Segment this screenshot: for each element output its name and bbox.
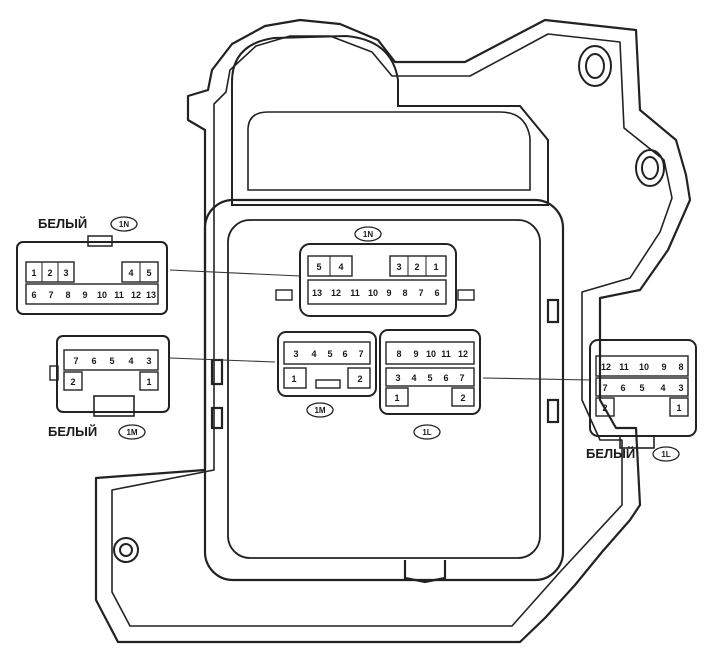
pin-block-1N: 9 xyxy=(386,288,391,298)
code-label-left-1N: 1N xyxy=(119,220,129,229)
pin-left-1N: 11 xyxy=(114,290,124,300)
code-label-block-1L: 1L xyxy=(422,428,431,437)
pin-block-1N: 4 xyxy=(338,262,343,272)
mounting-bracket xyxy=(94,18,692,644)
pin-block-1L: 8 xyxy=(396,349,401,359)
color-label-left-1N: БЕЛЫЙ xyxy=(38,216,87,231)
upper-cover xyxy=(231,34,549,206)
pin-right-1L: 10 xyxy=(639,362,649,372)
block-socket-1L: 8 9 10 11 12 3 4 5 6 7 1 2 1L xyxy=(379,329,481,440)
pin-block-1N: 6 xyxy=(434,288,439,298)
pin-left-1N: 13 xyxy=(146,290,156,300)
pin-right-1L: 4 xyxy=(660,383,665,393)
pin-block-1N: 1 xyxy=(433,262,438,272)
pin-left-1M: 7 xyxy=(73,356,78,366)
pin-block-1N: 8 xyxy=(402,288,407,298)
pin-right-1L: 11 xyxy=(619,362,629,372)
pin-right-1L: 6 xyxy=(620,383,625,393)
pin-block-1N: 12 xyxy=(331,288,341,298)
mounting-hole-right xyxy=(635,149,665,187)
pin-right-1L: 7 xyxy=(602,383,607,393)
leader-lines xyxy=(169,269,591,381)
pin-block-1M: 1 xyxy=(291,374,296,384)
pin-block-1M: 4 xyxy=(311,349,316,359)
pin-block-1L: 12 xyxy=(458,349,468,359)
pin-left-1N: 1 xyxy=(31,268,36,278)
pin-left-1N: 8 xyxy=(65,290,70,300)
pin-block-1N: 13 xyxy=(312,288,322,298)
pin-block-1N: 5 xyxy=(316,262,321,272)
code-label-left-1M: 1M xyxy=(126,428,137,437)
code-label-block-1M: 1M xyxy=(314,406,325,415)
pin-left-1N: 10 xyxy=(97,290,107,300)
connector-left-1N: БЕЛЫЙ 1N 1 2 3 4 5 6 7 8 9 10 11 12 13 xyxy=(16,216,168,315)
pin-right-1L: 9 xyxy=(661,362,666,372)
pin-block-1L: 4 xyxy=(411,373,416,383)
pin-left-1M: 2 xyxy=(70,377,75,387)
pin-left-1M: 6 xyxy=(91,356,96,366)
pin-block-1N: 7 xyxy=(418,288,423,298)
pin-right-1L: 12 xyxy=(601,362,611,372)
pin-left-1N: 2 xyxy=(47,268,52,278)
pin-block-1L: 1 xyxy=(394,393,399,403)
block-socket-1M: 3 4 5 6 7 1 2 1M xyxy=(277,331,377,418)
pin-left-1N: 9 xyxy=(82,290,87,300)
pin-left-1N: 4 xyxy=(128,268,133,278)
pin-left-1M: 1 xyxy=(146,377,151,387)
connector-left-1M: 7 6 5 4 3 2 1 БЕЛЫЙ 1M xyxy=(48,335,170,440)
pin-left-1M: 3 xyxy=(146,356,151,366)
pin-left-1N: 6 xyxy=(31,290,36,300)
pin-block-1L: 3 xyxy=(395,373,400,383)
mounting-hole-left xyxy=(113,537,139,563)
color-label-left-1M: БЕЛЫЙ xyxy=(48,424,97,439)
pin-right-1L: 5 xyxy=(639,383,644,393)
pin-block-1L: 5 xyxy=(427,373,432,383)
pin-block-1M: 3 xyxy=(293,349,298,359)
color-label-right-1L: БЕЛЫЙ xyxy=(586,446,635,461)
pin-left-1N: 3 xyxy=(63,268,68,278)
mounting-hole-top-right xyxy=(578,45,612,87)
junction-block-body xyxy=(203,198,565,584)
pin-right-1L: 3 xyxy=(678,383,683,393)
pin-block-1N: 2 xyxy=(414,262,419,272)
pin-block-1L: 6 xyxy=(443,373,448,383)
pin-block-1N: 3 xyxy=(396,262,401,272)
pin-block-1L: 9 xyxy=(413,349,418,359)
pin-left-1N: 7 xyxy=(48,290,53,300)
pin-left-1M: 4 xyxy=(128,356,133,366)
code-label-right-1L: 1L xyxy=(661,450,670,459)
pin-left-1N: 5 xyxy=(146,268,151,278)
pin-block-1N: 11 xyxy=(350,288,360,298)
pin-right-1L: 8 xyxy=(678,362,683,372)
pin-block-1N: 10 xyxy=(368,288,378,298)
connector-right-1L: 12 11 10 9 8 7 6 5 4 3 2 1 БЕЛЫЙ 1L xyxy=(586,339,697,462)
pin-left-1M: 5 xyxy=(109,356,114,366)
pin-block-1L: 7 xyxy=(459,373,464,383)
pin-block-1M: 2 xyxy=(357,374,362,384)
pin-block-1L: 10 xyxy=(426,349,436,359)
pin-block-1L: 2 xyxy=(460,393,465,403)
code-label-block-1N: 1N xyxy=(363,230,373,239)
pin-block-1M: 5 xyxy=(327,349,332,359)
pin-block-1M: 6 xyxy=(342,349,347,359)
pin-left-1N: 12 xyxy=(131,290,141,300)
pin-right-1L: 2 xyxy=(602,403,607,413)
pin-right-1L: 1 xyxy=(676,403,681,413)
pin-block-1M: 7 xyxy=(358,349,363,359)
mounting-holes xyxy=(113,45,665,563)
pin-block-1L: 11 xyxy=(441,349,451,359)
block-socket-1N: 1N 5 4 3 2 1 13 12 11 10 9 8 7 6 xyxy=(275,226,475,317)
